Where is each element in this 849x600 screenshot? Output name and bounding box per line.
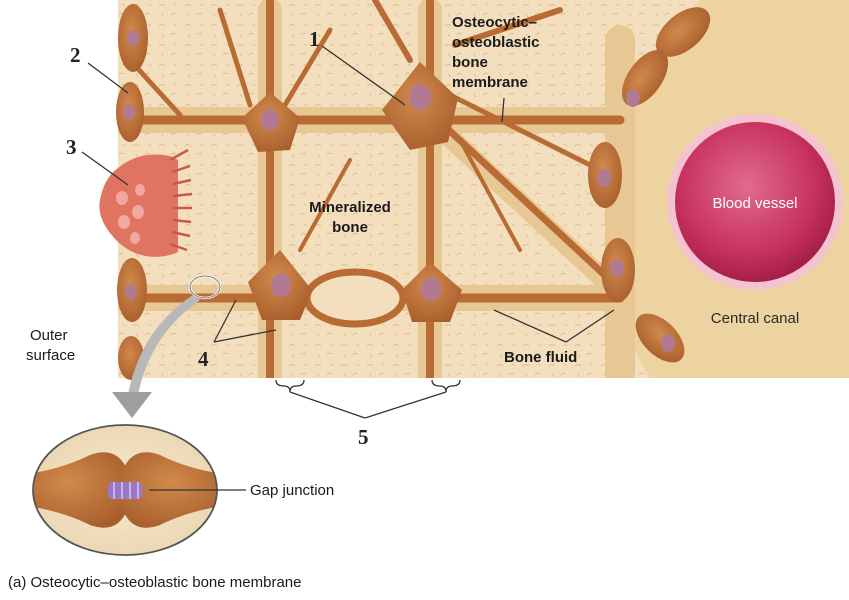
leader-lines <box>81 45 615 491</box>
osteocyte <box>242 92 300 152</box>
blood-vessel <box>667 114 843 290</box>
membrane-label-line2: osteoblastic <box>452 34 540 51</box>
label-2: 2 <box>70 43 81 67</box>
gap-junction-inset <box>32 424 218 556</box>
magnify-marker <box>188 274 222 300</box>
osteocyte <box>402 262 462 322</box>
labels: 1 2 3 4 5 Osteocytic– osteoblastic bone … <box>8 14 799 591</box>
mineralized-bone-island <box>303 268 407 328</box>
gap-junction-label: Gap junction <box>250 482 334 499</box>
magnify-arrow <box>112 295 200 418</box>
outer-surface-label-line2: surface <box>26 347 75 364</box>
lining-cells-outer <box>116 4 148 380</box>
label-4: 4 <box>198 347 209 371</box>
mineralized-bone-label-line2: bone <box>332 219 368 236</box>
mineralized-bone-label-line1: Mineralized <box>309 199 391 216</box>
lining-cells-canal <box>588 7 711 363</box>
osteocytes <box>242 62 462 322</box>
membrane-label-line1: Osteocytic– <box>452 14 537 31</box>
osteocyte <box>248 250 312 320</box>
figure-caption: (a) Osteocytic–osteoblastic bone membran… <box>8 574 301 591</box>
label-3: 3 <box>66 135 77 159</box>
membrane-label-line4: membrane <box>452 74 528 91</box>
outer-surface-label-line1: Outer <box>30 327 68 344</box>
membrane-label-line3: bone <box>452 54 488 71</box>
osteocyte <box>382 62 458 150</box>
label-5: 5 <box>358 425 369 449</box>
central-canal-label: Central canal <box>711 310 799 327</box>
label-1: 1 <box>309 27 320 51</box>
osteoclast <box>99 148 193 257</box>
bone-fluid-label: Bone fluid <box>504 349 577 366</box>
gap-junction-icon <box>108 482 142 499</box>
blood-vessel-label: Blood vessel <box>712 195 797 212</box>
